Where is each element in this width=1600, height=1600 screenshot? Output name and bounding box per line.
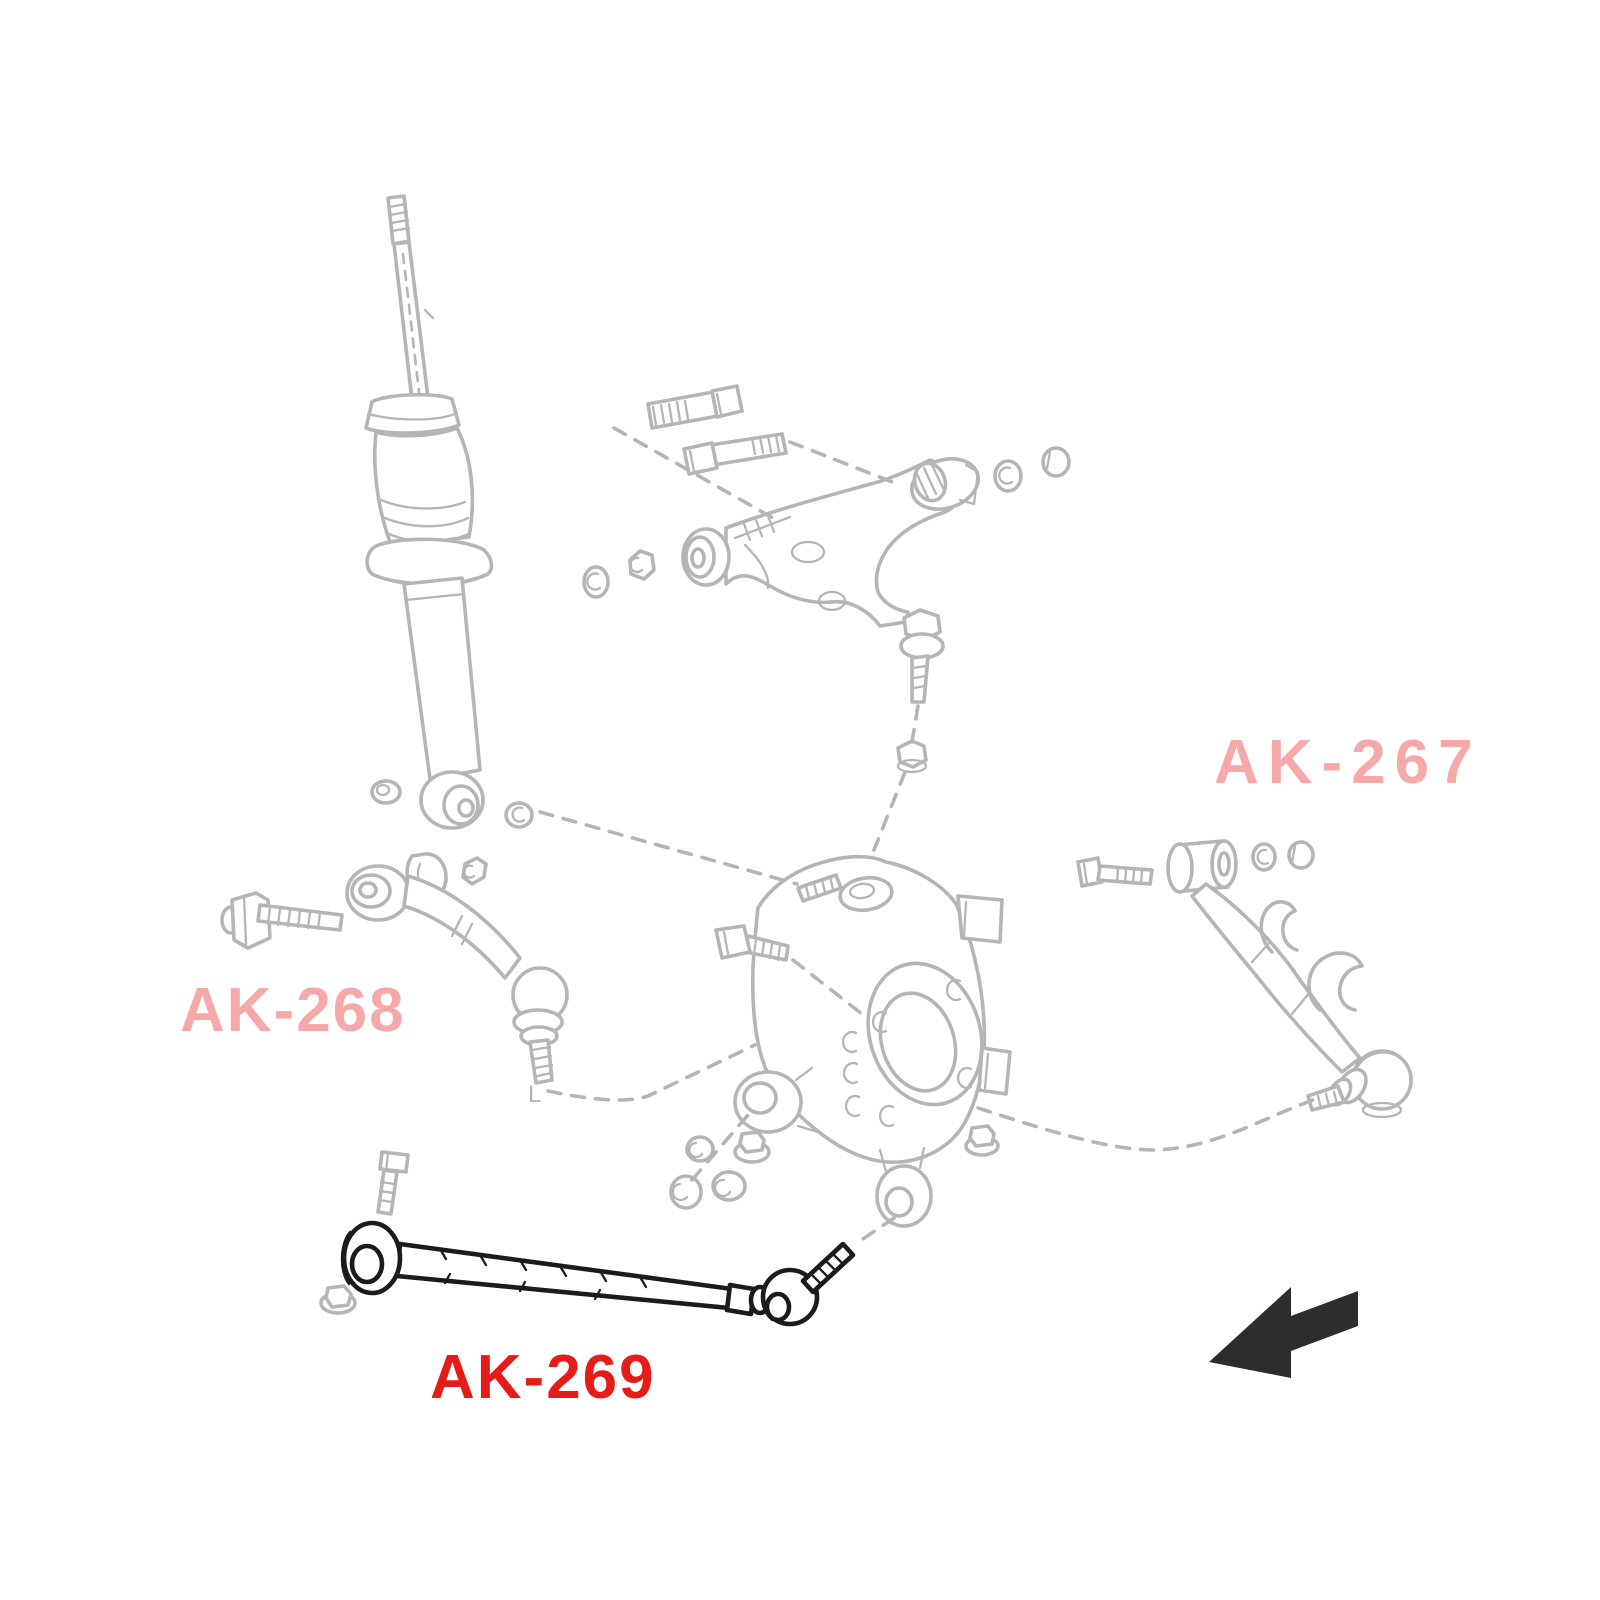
stud-hatching [804,875,835,900]
bolt-holes [841,978,973,1128]
mount-pad-hatching [733,514,792,542]
stud-thread-ticks [530,1045,554,1078]
knuckle-assembly [711,854,1012,1228]
stud-thread-ticks [811,1253,845,1287]
bolt-thread-ticks [651,399,690,427]
bolt-thread-ticks [266,906,322,931]
bolt-thread-ticks [752,938,782,962]
label-l-marker: L [528,1081,541,1108]
trailing-arm-hardware [319,1135,715,1315]
label-ak267: AK-267 [1214,728,1482,797]
bolt-thread-ticks [1115,867,1144,886]
toe-arm-assembly-ak268 [220,864,569,1085]
gray-line-art [220,194,1413,1315]
upper-control-arm-assembly [582,384,1071,774]
shock-absorber [364,194,534,908]
direction-arrow-icon [1209,1287,1358,1378]
camber-arm-assembly-ak267 [1076,839,1413,1119]
bolt-thread-ticks [750,433,781,456]
label-ak269: AK-269 [430,1343,656,1412]
shock-rod-thread-ticks [387,202,411,233]
stud-thread-ticks [1316,1090,1339,1110]
label-ak268: AK-268 [180,976,406,1045]
assembly-dashed-lines [538,426,1320,1245]
stud-thread-ticks [911,664,928,690]
trailing-arm-ak269 [340,1220,856,1327]
bolt-thread-ticks [377,1180,396,1204]
boss-hatching [914,463,946,500]
bar-hatch-ticks [438,1247,648,1301]
